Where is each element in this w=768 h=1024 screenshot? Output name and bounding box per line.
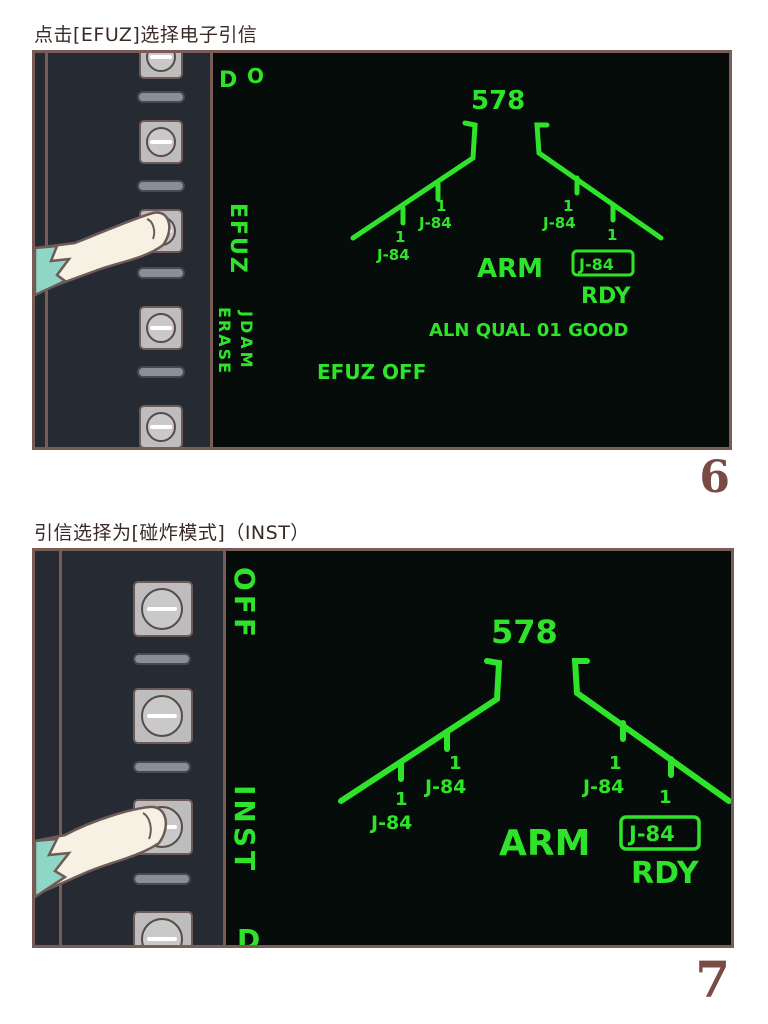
osb-slot: [133, 873, 191, 885]
mfd-panel-step-7: OFF INST D 578 1 J-84 1 J-84 1 J-84 1 AR…: [32, 548, 734, 948]
step-6-number: 6: [699, 452, 730, 503]
right-inner-store: J-84: [581, 776, 624, 798]
left-inner-count: 1: [436, 197, 446, 215]
rdy-status: RDY: [631, 856, 700, 891]
pointing-finger: [35, 805, 168, 899]
osb-slot: [137, 267, 185, 279]
left-outer-count: 1: [395, 228, 405, 246]
right-outer-count: 1: [607, 226, 617, 244]
jdam-label: JDAM: [237, 310, 256, 371]
inst-label: INST: [228, 785, 261, 874]
arm-status: ARM: [499, 823, 590, 864]
step-6-caption: 点击[EFUZ]选择电子引信: [34, 24, 258, 46]
aircraft-wings-symbol: [338, 658, 731, 804]
step-7-caption: 引信选择为[碰炸模式]（INST）: [34, 522, 310, 544]
right-inner-count: 1: [609, 753, 622, 774]
osb-button-erase-jdam[interactable]: [139, 306, 183, 350]
osb-slot: [137, 180, 185, 192]
arm-status: ARM: [477, 254, 543, 284]
left-inner-store: J-84: [423, 776, 466, 798]
osb-button-2[interactable]: [139, 120, 183, 164]
osb-slot: [137, 91, 185, 103]
step-7-number: 7: [695, 950, 730, 1009]
efuz-mode: EFUZ OFF: [317, 360, 426, 384]
pointing-finger: [35, 211, 171, 297]
efuz-label: EFUZ: [225, 203, 250, 275]
osb-label-top-partial-right: O: [247, 64, 264, 88]
erase-label: ERASE: [215, 307, 234, 375]
osb-label-bottom-partial: D: [237, 923, 260, 945]
rdy-status: RDY: [581, 284, 632, 309]
left-outer-store: J-84: [369, 812, 412, 834]
left-outer-count: 1: [395, 789, 408, 810]
osb-label-top-partial: D: [219, 68, 237, 93]
right-inner-store: J-84: [542, 214, 576, 232]
off-label: OFF: [228, 567, 261, 641]
right-inner-count: 1: [563, 197, 573, 215]
selected-store: J-84: [578, 255, 614, 274]
right-outer-count: 1: [659, 787, 672, 808]
left-outer-store: J-84: [376, 246, 410, 264]
selected-store-box: [619, 815, 701, 851]
osb-button-5[interactable]: [133, 911, 193, 945]
selected-store-box: [571, 249, 635, 277]
osb-button-2[interactable]: [133, 688, 193, 744]
osb-button-1[interactable]: [139, 53, 183, 79]
osb-button-5[interactable]: [139, 405, 183, 447]
osb-slot: [133, 653, 191, 665]
station-number: 578: [471, 86, 525, 116]
osb-slot: [137, 366, 185, 378]
selected-store: J-84: [627, 822, 675, 846]
mfd-display-step-7: OFF INST D 578 1 J-84 1 J-84 1 J-84 1 AR…: [35, 567, 731, 945]
mfd-display-step-6: D O EFUZ ERASE JDAM 578 1 J-84 1 J-84 1 …: [35, 64, 664, 384]
osb-button-off[interactable]: [133, 581, 193, 637]
left-inner-store: J-84: [418, 214, 452, 232]
osb-slot: [133, 761, 191, 773]
mfd-panel-step-6: D O EFUZ ERASE JDAM 578 1 J-84 1 J-84 1 …: [32, 50, 732, 450]
bezel-rail: [59, 551, 62, 945]
aln-status: ALN QUAL 01 GOOD: [429, 320, 628, 341]
aircraft-wings-symbol: [350, 120, 664, 241]
station-number: 578: [491, 613, 558, 651]
left-inner-count: 1: [449, 753, 462, 774]
